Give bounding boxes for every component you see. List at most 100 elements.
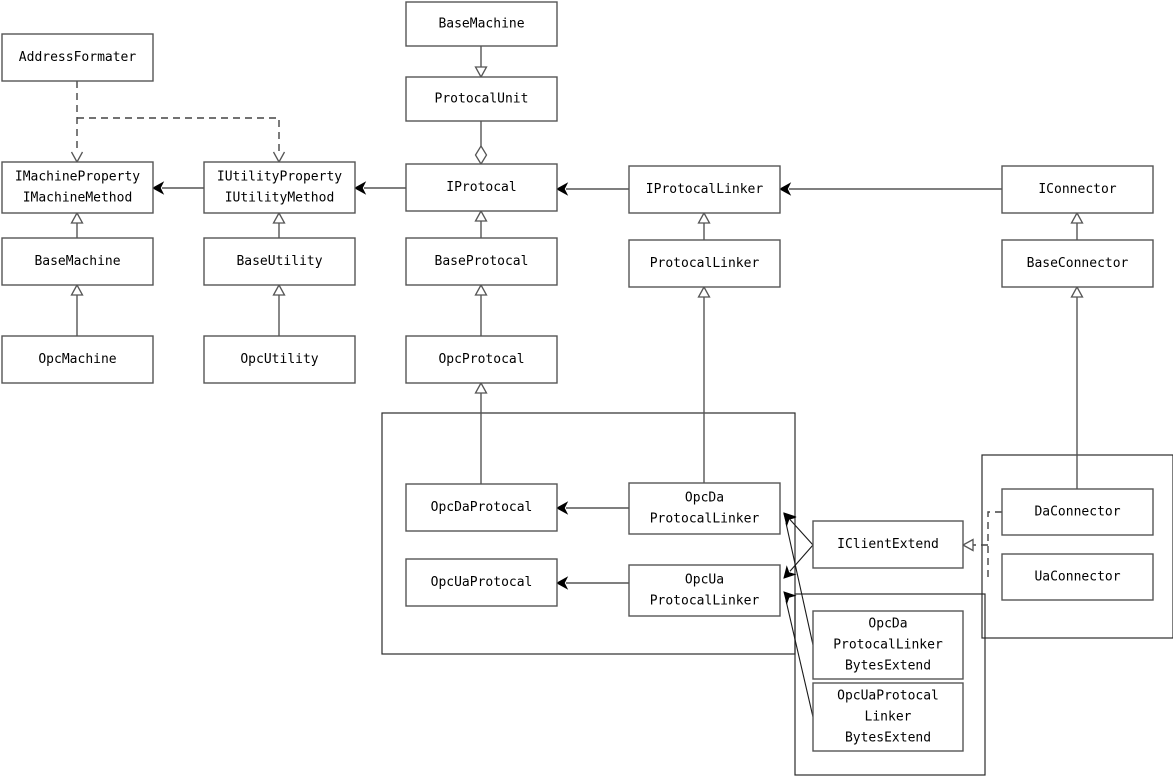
node-box[interactable] — [1001, 165, 1154, 214]
class-node-OpcProtocal[interactable]: OpcProtocal — [405, 335, 558, 384]
arrowhead-hollow-triangle — [272, 211, 286, 224]
node-box[interactable] — [1, 161, 154, 214]
node-box[interactable] — [1001, 239, 1154, 288]
edge-baseconnector-iconnector — [1070, 211, 1084, 240]
node-box[interactable] — [812, 610, 964, 680]
node-box[interactable] — [1001, 553, 1154, 601]
edge-addressformater-imachine — [70, 81, 84, 164]
edge-opcdabytes-opcdalinker — [783, 513, 814, 646]
node-box[interactable] — [1, 335, 154, 384]
node-box[interactable] — [405, 558, 558, 607]
edge-path — [987, 511, 1002, 578]
arrowhead-solid-arrow — [783, 591, 797, 605]
arrowhead-hollow-triangle — [272, 283, 286, 296]
arrowhead-hollow-triangle — [474, 209, 488, 222]
arrowhead-solid-arrow — [151, 181, 165, 195]
edge-baseutility-iutility — [272, 211, 286, 238]
group-bytes-extend-group — [794, 593, 986, 776]
class-node-UaConnector[interactable]: UaConnector — [1001, 553, 1154, 601]
node-box[interactable] — [1, 33, 154, 82]
arrowhead-diamond — [474, 144, 488, 166]
arrowhead-hollow-triangle — [697, 285, 711, 298]
class-node-BaseProtocal[interactable]: BaseProtocal — [405, 237, 558, 286]
node-box[interactable] — [812, 682, 964, 752]
node-box[interactable] — [405, 76, 558, 122]
arrowhead-hollow-triangle — [1070, 285, 1084, 298]
arrowhead-open-triangle — [961, 538, 974, 552]
class-node-OpcMachine[interactable]: OpcMachine — [1, 335, 154, 384]
class-node-IClientExtend[interactable]: IClientExtend — [812, 520, 964, 569]
class-node-DaConnector[interactable]: DaConnector — [1001, 488, 1154, 536]
edge-path — [785, 600, 814, 718]
node-box[interactable] — [628, 165, 781, 214]
edge-opcdalinker-protocallinker — [697, 285, 711, 483]
node-box[interactable] — [405, 1, 558, 47]
edge-opcualinker-opcuaprotocal — [555, 576, 629, 590]
group-protocal-impl-group — [381, 412, 796, 655]
node-box[interactable] — [1, 237, 154, 286]
class-node-IProtocalLinker[interactable]: IProtocalLinker — [628, 165, 781, 214]
node-label: BaseConnector — [1027, 256, 1129, 271]
node-label: OpcUaProtocal — [431, 575, 533, 590]
node-box[interactable] — [405, 237, 558, 286]
class-node-IProtocal[interactable]: IProtocal — [405, 163, 558, 212]
node-box[interactable] — [405, 335, 558, 384]
node-label: BaseMachine — [34, 254, 120, 269]
node-label: OpcUa — [685, 573, 724, 588]
arrowhead-open-arrow — [70, 151, 84, 164]
class-node-BaseMachineLeft[interactable]: BaseMachine — [1, 237, 154, 286]
node-box[interactable] — [405, 163, 558, 212]
arrowhead-solid-arrow — [555, 576, 569, 590]
class-node-BaseMachineTop[interactable]: BaseMachine — [405, 1, 558, 47]
node-label: IProtocalLinker — [646, 182, 764, 197]
edge-opcdalinker-opcdaprotocal — [555, 501, 629, 515]
node-label: IClientExtend — [837, 537, 939, 552]
arrowhead-hollow-triangle — [1070, 211, 1084, 224]
node-label: IConnector — [1038, 182, 1116, 197]
class-node-OpcUtility[interactable]: OpcUtility — [203, 335, 356, 384]
node-label: ProtocalLinker — [650, 256, 760, 271]
node-box[interactable] — [1001, 488, 1154, 536]
node-label: BaseMachine — [438, 17, 524, 32]
edge-path — [77, 117, 280, 153]
class-node-IConnector[interactable]: IConnector — [1001, 165, 1154, 214]
arrowhead-solid-arrow — [778, 182, 792, 196]
class-node-OpcUaProtocal[interactable]: OpcUaProtocal — [405, 558, 558, 607]
edge-basemachineleft-imachine — [70, 211, 84, 238]
class-nodes: AddressFormaterIMachinePropertyIMachineM… — [1, 1, 1154, 752]
node-box[interactable] — [812, 520, 964, 569]
node-label: IMachineMethod — [23, 191, 133, 206]
node-label: ProtocalUnit — [435, 92, 529, 107]
arrowhead-hollow-triangle — [474, 66, 488, 79]
edge-addressformater-iutility — [77, 117, 286, 164]
node-box[interactable] — [203, 237, 356, 286]
arrowhead-solid-arrow — [555, 501, 569, 515]
node-box[interactable] — [628, 239, 781, 288]
arrowhead-hollow-triangle — [70, 283, 84, 296]
node-box[interactable] — [628, 564, 781, 617]
class-node-BaseUtility[interactable]: BaseUtility — [203, 237, 356, 286]
node-box[interactable] — [203, 335, 356, 384]
class-node-AddressFormater[interactable]: AddressFormater — [1, 33, 154, 82]
edge-protocallinker-iprotocallinker — [697, 211, 711, 240]
node-label: BaseUtility — [236, 254, 322, 269]
class-node-OpcDaProtocal[interactable]: OpcDaProtocal — [405, 483, 558, 532]
node-label: AddressFormater — [19, 50, 137, 65]
class-node-ProtocalLinker[interactable]: ProtocalLinker — [628, 239, 781, 288]
edge-opcprotocal-baseprotocal — [474, 283, 488, 336]
node-label: OpcDa — [685, 491, 724, 506]
node-box[interactable] — [203, 161, 356, 214]
class-node-BaseConnector[interactable]: BaseConnector — [1001, 239, 1154, 288]
arrowhead-solid-arrow — [555, 182, 569, 196]
node-box[interactable] — [405, 483, 558, 532]
class-node-ProtocalUnit[interactable]: ProtocalUnit — [405, 76, 558, 122]
edge-opcdaprotocal-opcprotocal — [474, 381, 488, 484]
node-box[interactable] — [628, 482, 781, 535]
